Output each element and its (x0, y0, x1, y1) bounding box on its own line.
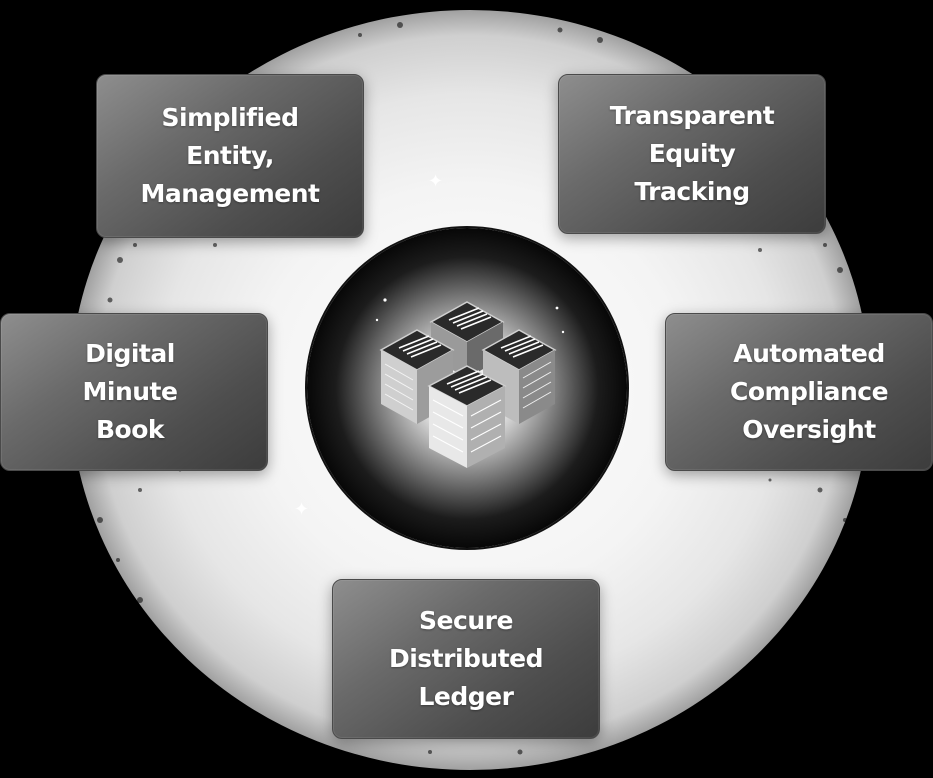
card-label-line: Simplified (161, 103, 299, 132)
card-label-line: Management (140, 179, 320, 208)
card-label-line: Compliance (729, 377, 889, 406)
feature-card-secure-distributed-ledger: Secure Distributed Ledger (332, 579, 600, 739)
card-label-line: Tracking (634, 177, 750, 206)
card-label-line: Ledger (418, 682, 514, 711)
server-block-right (481, 329, 557, 424)
card-label: Digital Minute Book (83, 335, 178, 449)
feature-card-digital-minute-book: Digital Minute Book (0, 313, 268, 471)
card-label: Transparent Equity Tracking (609, 97, 775, 211)
feature-card-automated-compliance-oversight: Automated Compliance Oversight (665, 313, 933, 471)
card-label-line: Entity, (186, 141, 274, 170)
sparkle-icon: ✦ (428, 171, 444, 192)
card-label-line: Minute (82, 377, 178, 406)
server-blocks-icon (375, 298, 565, 468)
sparkle-icon: ✦ (294, 499, 310, 520)
server-block-front (427, 365, 507, 468)
card-label-line: Digital (85, 339, 175, 368)
card-label-line: Book (95, 415, 165, 444)
card-label: Secure Distributed Ledger (388, 602, 544, 716)
feature-card-transparent-equity-tracking: Transparent Equity Tracking (558, 74, 826, 234)
card-label: Automated Compliance Oversight (729, 335, 889, 449)
central-hub (307, 228, 627, 548)
card-label: Simplified Entity, Management (140, 99, 320, 213)
card-label-line: Secure (419, 606, 513, 635)
card-label-line: Automated (733, 339, 885, 368)
card-label-line: Distributed (388, 644, 544, 673)
card-label-line: Oversight (742, 415, 876, 444)
hub-particles (375, 298, 565, 334)
feature-card-simplified-entity-management: Simplified Entity, Management (96, 74, 364, 238)
card-label-line: Equity (648, 139, 736, 168)
card-label-line: Transparent (609, 101, 775, 130)
